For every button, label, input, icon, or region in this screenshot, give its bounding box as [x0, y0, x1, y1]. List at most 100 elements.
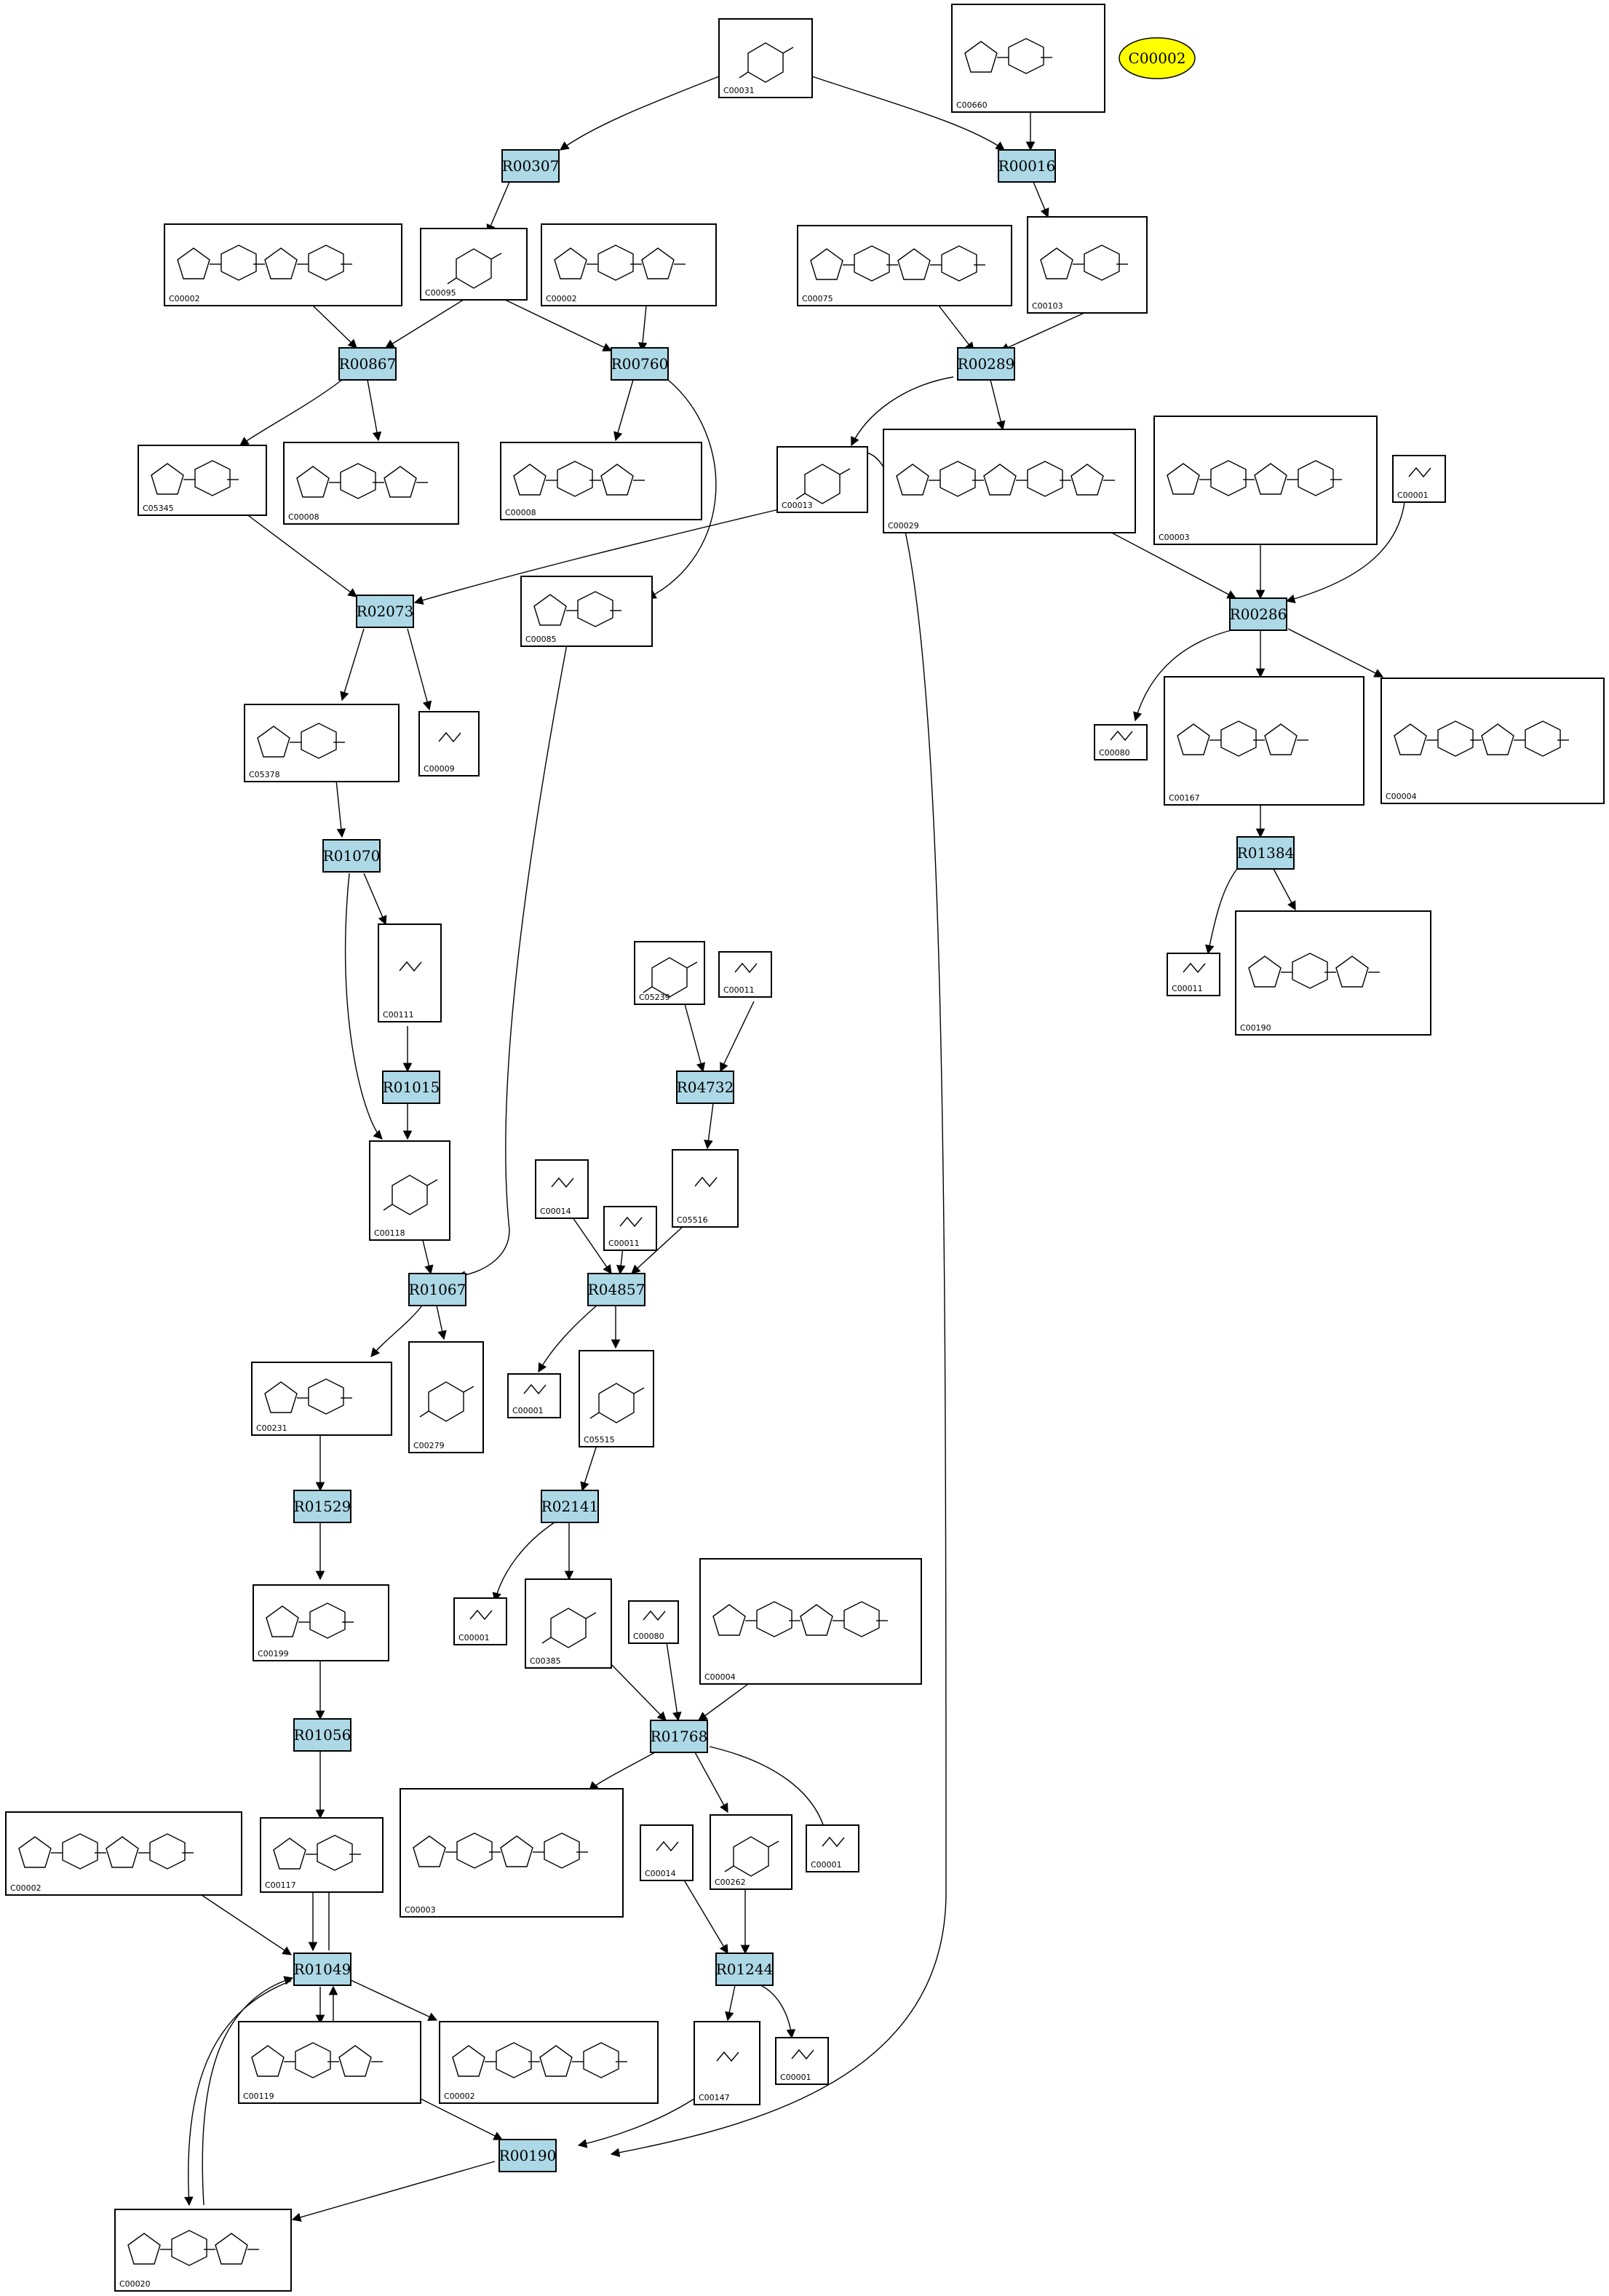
compound-label: C00020: [119, 2279, 151, 2289]
compound-box: [283, 442, 459, 525]
compound-node[interactable]: C00660: [951, 4, 1105, 113]
compound-label: C00103: [1032, 301, 1063, 311]
compound-label: C05239: [639, 993, 670, 1002]
reaction-node[interactable]: R01056: [293, 1718, 351, 1752]
compound-node[interactable]: C00190: [1235, 910, 1431, 1036]
compound-node[interactable]: C00001: [1392, 455, 1446, 503]
compound-node[interactable]: C00003: [1153, 416, 1378, 545]
compound-node[interactable]: C00029: [883, 429, 1136, 533]
legend: C00002: [1119, 37, 1196, 79]
compound-node[interactable]: C00020: [114, 2209, 292, 2292]
compound-node[interactable]: C00103: [1027, 216, 1148, 314]
compound-node[interactable]: C00009: [418, 711, 480, 776]
reaction-node[interactable]: R02141: [541, 1490, 599, 1523]
reaction-node[interactable]: R00016: [998, 149, 1056, 183]
reaction-node[interactable]: R00286: [1229, 597, 1287, 631]
compound-node[interactable]: C00004: [1380, 678, 1605, 804]
reaction-box: [356, 595, 414, 628]
compound-node[interactable]: C00031: [718, 18, 813, 98]
compound-node[interactable]: C00003: [400, 1788, 624, 1918]
compound-node[interactable]: C00001: [507, 1373, 561, 1418]
compound-node[interactable]: C05516: [672, 1149, 739, 1228]
compound-node[interactable]: C00111: [378, 923, 442, 1022]
compound-label: C00080: [1099, 748, 1130, 758]
reaction-node[interactable]: R01049: [293, 1953, 351, 1986]
reaction-node[interactable]: R01070: [322, 839, 381, 873]
compound-label: C00385: [530, 1656, 561, 1666]
compound-node[interactable]: C00001: [775, 2037, 829, 2085]
reaction-node[interactable]: R02073: [356, 595, 414, 628]
reaction-node[interactable]: R00190: [498, 2139, 557, 2172]
compound-node[interactable]: C00008: [283, 442, 459, 525]
compound-node[interactable]: C00014: [535, 1159, 589, 1219]
compound-label: C00262: [715, 1878, 746, 1887]
reaction-node[interactable]: R04857: [587, 1273, 645, 1306]
reaction-label: R00286: [1230, 605, 1287, 623]
hypoxanthine-icon: [724, 1836, 779, 1877]
reaction-label: R01070: [323, 847, 381, 865]
compound-box: [1380, 678, 1605, 804]
udp-glucuronate-icon: [1177, 720, 1308, 757]
compound-node[interactable]: C00075: [797, 225, 1012, 306]
compound-node[interactable]: C00001: [453, 1597, 507, 1645]
reaction-node[interactable]: R04732: [676, 1070, 734, 1104]
furanose-bisphosphate-icon: [257, 723, 345, 759]
compound-node[interactable]: C00117: [260, 1817, 384, 1893]
compound-node[interactable]: C00008: [500, 442, 702, 520]
compound-node[interactable]: C00262: [710, 1814, 792, 1890]
reaction-node[interactable]: R00289: [957, 347, 1015, 381]
reaction-node[interactable]: R01244: [715, 1953, 774, 1986]
reaction-label: R02141: [541, 1498, 599, 1515]
compound-node[interactable]: C00231: [251, 1362, 392, 1436]
compound-node[interactable]: C05345: [138, 445, 267, 516]
compound-node[interactable]: C00001: [806, 1824, 859, 1872]
proton-icon: [1110, 730, 1133, 742]
compound-node[interactable]: C05239: [634, 941, 705, 1005]
reaction-node[interactable]: R00867: [338, 347, 397, 381]
reaction-node[interactable]: R01384: [1236, 836, 1295, 870]
compound-node[interactable]: C00011: [1167, 953, 1220, 996]
reaction-box: [611, 347, 669, 381]
compound-node[interactable]: C05378: [244, 704, 400, 782]
compound-node[interactable]: C00167: [1164, 676, 1364, 806]
compound-node[interactable]: C05515: [579, 1350, 654, 1447]
reaction-label: R01529: [294, 1498, 351, 1515]
compound-node[interactable]: C00002: [5, 1811, 242, 1896]
compound-box: [253, 1584, 389, 1661]
reaction-node[interactable]: R00307: [501, 149, 560, 183]
compound-node[interactable]: C00199: [253, 1584, 389, 1661]
utp-structure-icon: [810, 245, 985, 282]
compound-node[interactable]: C00004: [699, 1558, 922, 1685]
compound-node[interactable]: C00279: [408, 1341, 484, 1453]
reaction-node[interactable]: R01529: [293, 1490, 351, 1523]
hexose-ring-icon: [739, 42, 794, 83]
compound-node[interactable]: C00002: [439, 2021, 659, 2104]
compound-node[interactable]: C00385: [525, 1578, 612, 1669]
reaction-node[interactable]: R01067: [408, 1273, 466, 1306]
reaction-node[interactable]: R01015: [382, 1070, 440, 1104]
reaction-node[interactable]: R00760: [611, 347, 669, 381]
furanose-ring-icon: [447, 248, 502, 289]
compound-node[interactable]: C00002: [541, 223, 717, 306]
compound-node[interactable]: C00095: [420, 228, 528, 301]
compound-node[interactable]: C00080: [1094, 724, 1148, 760]
compound-node[interactable]: C00011: [603, 1206, 657, 1251]
compound-label: C00001: [458, 1633, 490, 1642]
compound-node[interactable]: C00085: [520, 576, 653, 647]
compound-node[interactable]: C00014: [640, 1824, 694, 1881]
compound-node[interactable]: C00002: [164, 223, 402, 306]
compound-label: C05516: [677, 1215, 708, 1225]
phosphate-icon: [438, 731, 461, 743]
compound-node[interactable]: C00013: [776, 446, 868, 513]
compound-node[interactable]: C00011: [718, 951, 772, 998]
reaction-box: [501, 149, 560, 183]
compound-node[interactable]: C00118: [369, 1140, 450, 1241]
compound-node[interactable]: C00080: [628, 1600, 679, 1644]
compound-node[interactable]: C00147: [694, 2021, 760, 2105]
compound-label: C00009: [424, 764, 455, 774]
compound-label: C00279: [413, 1441, 445, 1450]
ribulose-phosphate-icon: [266, 1602, 354, 1639]
reaction-node[interactable]: R01768: [650, 1720, 708, 1753]
compound-node[interactable]: C00119: [238, 2021, 421, 2104]
